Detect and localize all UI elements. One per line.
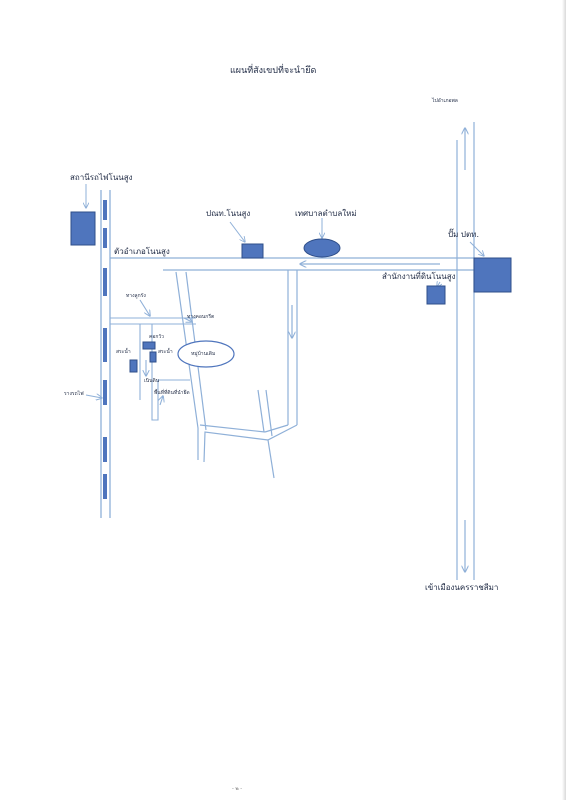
village-label: หมู่บ้านเดิม	[191, 351, 216, 357]
gas-station-label: ปั๊ม ปตท.	[448, 230, 479, 239]
district-town-label: ตัวอำเภอโนนสูง	[114, 247, 170, 256]
side-road	[175, 270, 298, 479]
gas-station-building	[473, 257, 512, 293]
village-roads	[85, 299, 196, 421]
main-road	[110, 257, 474, 271]
cattle-pen-building	[142, 341, 156, 350]
train-station-label: สถานีรถไฟโนนสูง	[70, 173, 133, 182]
land-office-building	[426, 285, 446, 305]
north-direction-label: ไปอำเภอพล	[432, 98, 458, 104]
pond-left-shape	[129, 359, 138, 373]
railway-sleepers	[103, 200, 107, 499]
page-edge-shadow	[562, 0, 566, 800]
municipality-label: เทศบาลตำบลใหม่	[295, 209, 357, 218]
page-title: แผนที่สังเขปที่จะนำยึด	[230, 66, 317, 76]
post-office-label: ปณท.โนนสูง	[206, 209, 251, 218]
land-office-label: สำนักงานที่ดินโนนสูง	[382, 272, 456, 281]
highway	[456, 122, 475, 580]
rail-track-label: รางรถไฟ	[64, 391, 84, 397]
post-office-building	[241, 243, 264, 259]
seized-land-label: พื้นที่ที่ดินที่นำยึด	[154, 390, 190, 396]
pond-right-label: สระน้ำ	[158, 349, 173, 355]
south-direction-label: เข้าเมืองนครราชสีมา	[425, 583, 499, 592]
footer-mark: - ๒ -	[232, 786, 243, 792]
municipality-building	[303, 238, 341, 258]
soil-mound-label: เนินดิน	[144, 378, 160, 384]
railway	[100, 190, 111, 518]
pond-left-label: สระน้ำ	[116, 349, 131, 355]
callout-arrows	[86, 184, 484, 287]
village-area	[177, 340, 235, 368]
village-road-label: ทางลูกรัง	[126, 293, 146, 299]
cattle-pen-label: คอกวัว	[149, 334, 164, 340]
pond-right-shape	[149, 351, 157, 363]
train-station-building	[70, 211, 96, 246]
concrete-road-label: ทางคอนกรีต	[187, 314, 215, 320]
